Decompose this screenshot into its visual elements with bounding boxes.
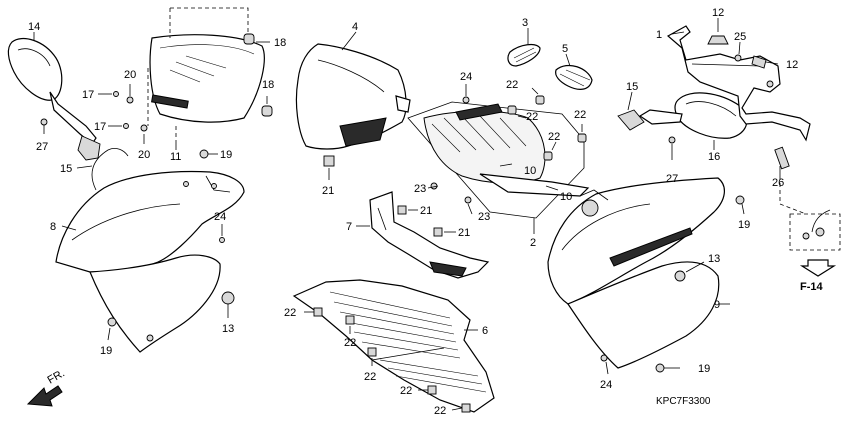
callout-22: 22	[526, 111, 538, 123]
callout-23: 23	[414, 183, 426, 195]
callout-17: 17	[94, 121, 106, 133]
front-cover-right	[547, 177, 725, 369]
callout-24: 24	[600, 379, 612, 391]
callout-18: 18	[262, 79, 274, 91]
callout-22: 22	[574, 109, 586, 121]
callout-15: 15	[60, 163, 72, 175]
callout-20: 20	[124, 69, 136, 81]
callout-22: 22	[344, 337, 356, 349]
callout-13: 13	[222, 323, 234, 335]
callout-5: 5	[562, 43, 568, 55]
callout-22: 22	[284, 307, 296, 319]
callout-15: 15	[626, 81, 638, 93]
callout-20: 20	[138, 149, 150, 161]
callout-27: 27	[666, 173, 678, 185]
callout-26: 26	[772, 177, 784, 189]
left-mirror	[7, 37, 101, 161]
upper-inner-panel	[295, 43, 411, 150]
grille-panel	[292, 279, 495, 413]
front-cover-left	[55, 148, 245, 353]
callout-24: 24	[214, 211, 226, 223]
callout-22: 22	[548, 131, 560, 143]
callout-10: 10	[524, 165, 536, 177]
callout-1: 1	[656, 29, 662, 41]
callout-23: 23	[478, 211, 490, 223]
callout-27: 27	[36, 141, 48, 153]
callout-4: 4	[352, 21, 358, 33]
callout-22: 22	[364, 371, 376, 383]
callout-12: 12	[786, 59, 798, 71]
callout-16: 16	[708, 151, 720, 163]
upper-inner-cover	[423, 103, 590, 197]
callout-19: 19	[220, 149, 232, 161]
callout-9: 9	[714, 299, 720, 311]
callout-13: 13	[708, 253, 720, 265]
right-mirror	[617, 92, 748, 139]
callout-8: 8	[50, 221, 56, 233]
front-direction-arrow	[26, 385, 63, 407]
callout-labels: 14 17 20 17 20 27 15 11 18 18 19 8 24 13…	[28, 7, 798, 417]
callout-21: 21	[322, 185, 334, 197]
callout-18: 18	[274, 37, 286, 49]
callout-22: 22	[506, 79, 518, 91]
callout-7: 7	[346, 221, 352, 233]
drawing-code: KPC7F3300	[656, 396, 711, 407]
callout-24: 24	[460, 71, 472, 83]
callout-19: 19	[738, 219, 750, 231]
visor-part-3	[507, 43, 541, 67]
inner-bracket	[369, 191, 490, 279]
windscreen	[149, 34, 265, 123]
callout-25: 25	[734, 31, 746, 43]
reference-f14: F-14	[800, 281, 824, 293]
visor-part-5	[555, 65, 593, 90]
callout-6: 6	[482, 325, 488, 337]
callout-21: 21	[458, 227, 470, 239]
callout-11: 11	[170, 151, 181, 163]
callout-10: 10	[560, 191, 572, 203]
callout-3: 3	[522, 17, 528, 29]
callout-21: 21	[420, 205, 432, 217]
callout-2: 2	[530, 237, 536, 249]
callout-19: 19	[698, 363, 710, 375]
callout-19: 19	[100, 345, 112, 357]
callout-22: 22	[400, 385, 412, 397]
front-label: FR.	[46, 367, 67, 386]
callout-14: 14	[28, 21, 40, 33]
callout-17: 17	[82, 89, 94, 101]
callout-22: 22	[434, 405, 446, 417]
callout-12: 12	[712, 7, 724, 19]
mirror-bracket	[666, 25, 811, 142]
